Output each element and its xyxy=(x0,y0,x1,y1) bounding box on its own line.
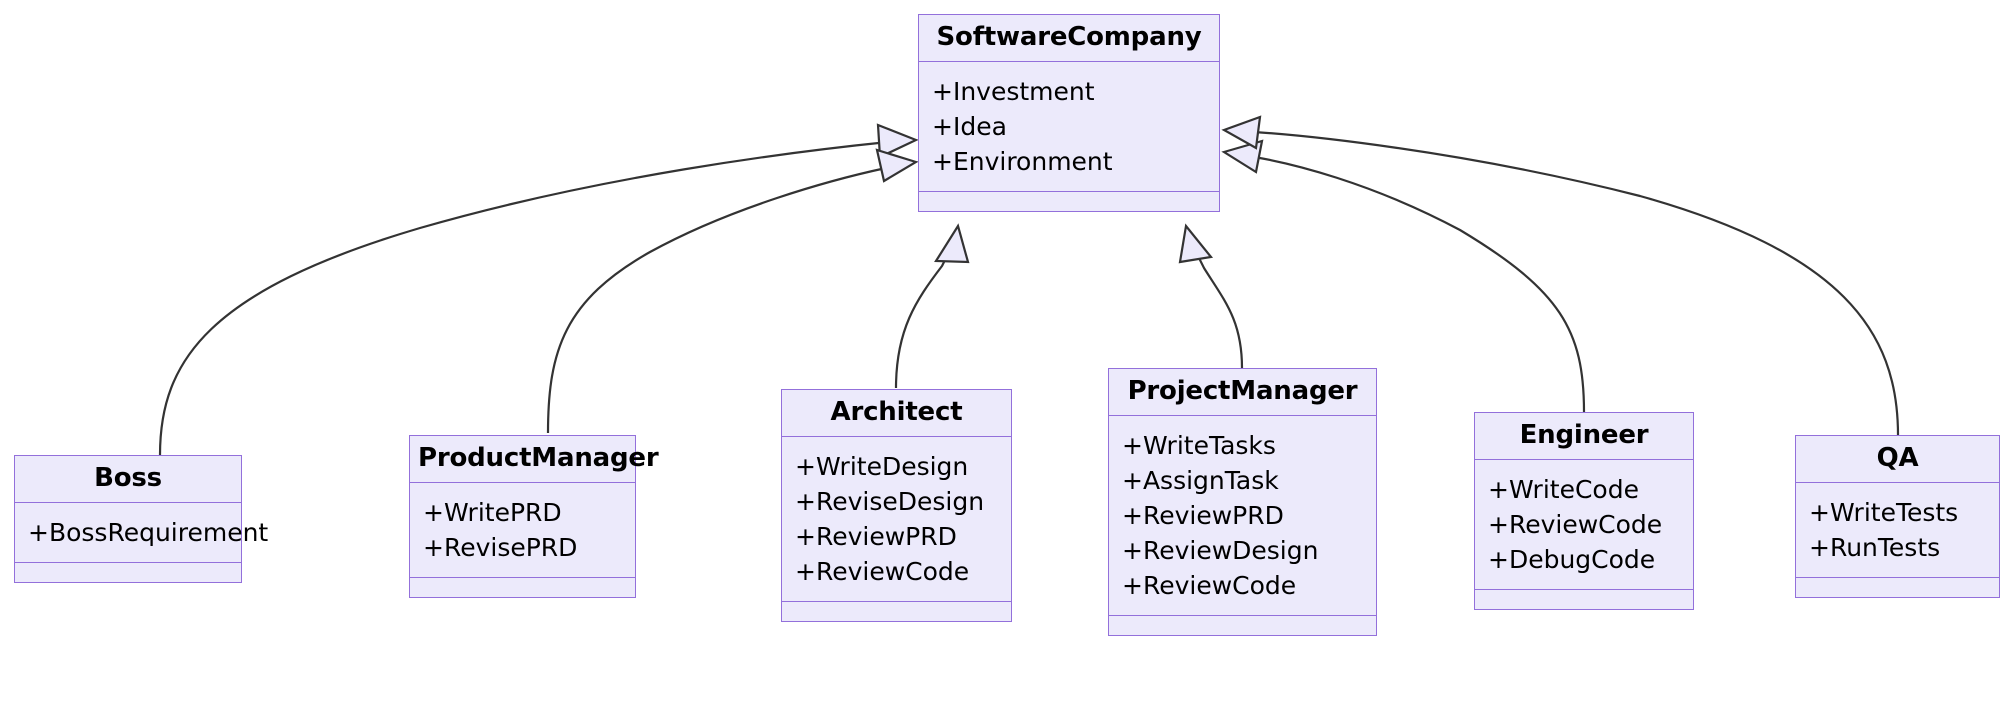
class-title: Engineer xyxy=(1519,420,1649,450)
class-node-qa[interactable]: QA +WriteTests +RunTests xyxy=(1795,435,2000,599)
attribute-row: +BossRequirement xyxy=(28,518,269,548)
class-methods xyxy=(782,601,1011,621)
arrowhead-engineer xyxy=(1221,139,1264,174)
class-title: QA xyxy=(1876,443,1919,473)
attribute-row: +ReviseDesign xyxy=(795,487,985,517)
attribute-row: +Investment xyxy=(932,77,1095,107)
class-node-software-company[interactable]: SoftwareCompany +Investment +Idea +Envir… xyxy=(918,14,1220,213)
attribute-row: +ReviewCode xyxy=(1122,571,1297,601)
attribute-row: +RunTests xyxy=(1809,533,1941,563)
attribute-row: +RevisePRD xyxy=(423,533,578,563)
attribute-row: +WritePRD xyxy=(423,498,562,528)
class-title: SoftwareCompany xyxy=(936,22,1202,52)
attribute-row: +WriteTasks xyxy=(1122,431,1276,461)
class-methods xyxy=(1475,589,1693,609)
class-attributes: +WriteTests +RunTests xyxy=(1796,482,1999,577)
class-node-engineer[interactable]: Engineer +WriteCode +ReviewCode +DebugCo… xyxy=(1474,412,1694,611)
attribute-row: +ReviewCode xyxy=(1488,510,1663,540)
class-methods xyxy=(15,562,241,582)
attribute-row: +WriteCode xyxy=(1488,475,1639,505)
class-attributes: +WriteCode +ReviewCode +DebugCode xyxy=(1475,459,1693,589)
attribute-row: +ReviewCode xyxy=(795,557,970,587)
attribute-row: +WriteDesign xyxy=(795,452,969,482)
class-title: Boss xyxy=(94,463,162,493)
edge-boss-to-softwarecompany xyxy=(158,140,889,456)
class-title: ProjectManager xyxy=(1127,376,1358,406)
arrowhead-qa xyxy=(1221,115,1262,150)
class-methods xyxy=(1796,577,1999,597)
class-methods xyxy=(1109,615,1376,635)
edge-projectmanager-to-softwarecompany xyxy=(1195,251,1244,369)
arrowhead-projectmanager xyxy=(1178,223,1214,264)
attribute-row: +ReviewPRD xyxy=(1122,501,1284,531)
arrowhead-productmanager xyxy=(875,148,919,183)
class-title: Architect xyxy=(830,397,963,427)
class-node-boss[interactable]: Boss +BossRequirement xyxy=(14,455,269,584)
attribute-row: +ReviewPRD xyxy=(795,522,957,552)
class-node-architect[interactable]: Architect +WriteDesign +ReviseDesign +Re… xyxy=(781,389,1012,623)
class-methods xyxy=(410,577,635,597)
attribute-row: +Environment xyxy=(932,147,1113,177)
class-node-product-manager[interactable]: ProductManager +WritePRD +RevisePRD xyxy=(409,435,659,599)
class-attributes: +WriteDesign +ReviseDesign +ReviewPRD +R… xyxy=(782,436,1011,601)
class-attributes: +Investment +Idea +Environment xyxy=(919,61,1219,191)
class-node-project-manager[interactable]: ProjectManager +WriteTasks +AssignTask +… xyxy=(1108,368,1377,637)
arrowhead-architect xyxy=(934,223,970,264)
class-methods xyxy=(919,191,1219,211)
class-title: ProductManager xyxy=(418,443,659,473)
class-attributes: +WritePRD +RevisePRD xyxy=(410,482,635,577)
class-attributes: +WriteTasks +AssignTask +ReviewPRD +Revi… xyxy=(1109,415,1376,615)
attribute-row: +DebugCode xyxy=(1488,545,1656,575)
arrowhead-boss xyxy=(876,123,919,159)
attribute-row: +WriteTests xyxy=(1809,498,1959,528)
edge-architect-to-softwarecompany xyxy=(894,249,951,389)
class-attributes: +BossRequirement xyxy=(15,502,269,562)
attribute-row: +ReviewDesign xyxy=(1122,536,1319,566)
attribute-row: +AssignTask xyxy=(1122,466,1279,496)
attribute-row: +Idea xyxy=(932,112,1007,142)
